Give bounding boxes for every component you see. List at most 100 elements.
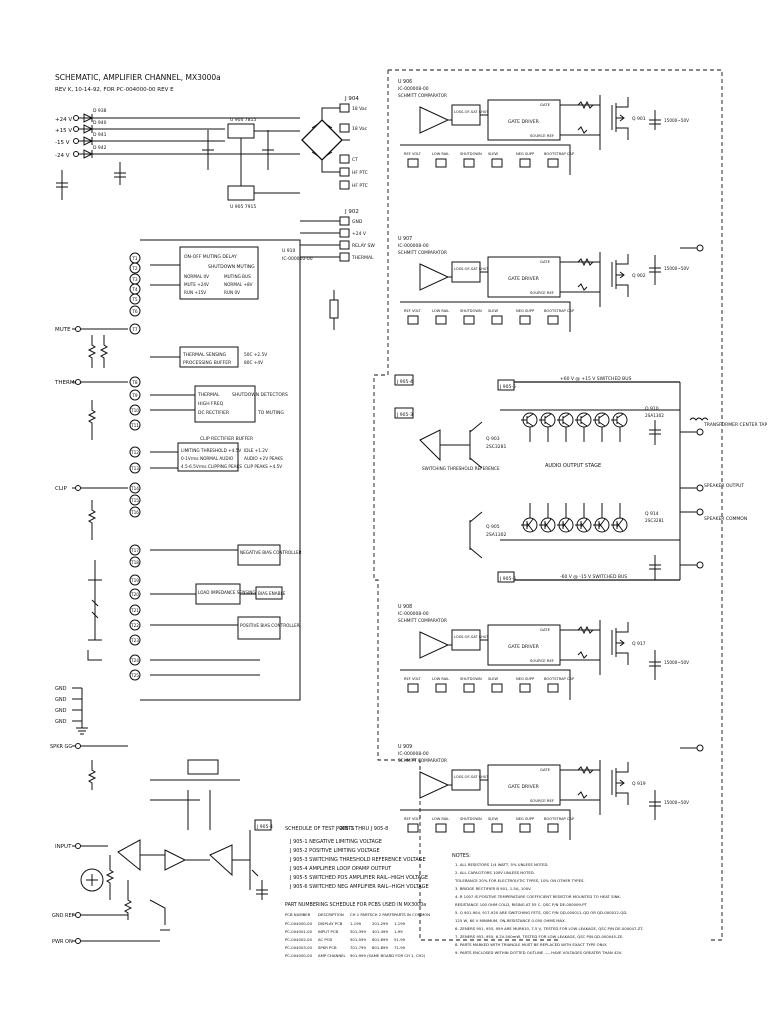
muting-block-bus-1: MUTING BUS — [224, 274, 251, 279]
gd-comparator-symbol — [419, 106, 450, 134]
label-speaker-common: SPEAKER COMMON — [704, 516, 747, 522]
pin-t8 — [129, 376, 141, 388]
part-schedule-heading: PART NUMBERING SCHEDULE FOR PCBS USED IN… — [285, 902, 426, 908]
gd-loss-of-sat-label: LOSS-OF-SAT SHUTDOWN — [454, 110, 501, 114]
gd-pin-box — [463, 823, 475, 833]
pin-label-t14: T14 — [130, 486, 139, 492]
gd-pin-label: SHUTDOWN — [460, 309, 482, 313]
bias-enable — [255, 586, 283, 600]
gd-pin-box — [407, 158, 419, 168]
pin-label-t15: T15 — [130, 498, 139, 504]
gd-pin-label: BOOTSTRAP CAP — [544, 309, 575, 313]
muting-block-line-1: NORMAL 0V — [184, 274, 209, 279]
note-item: 4. R 1007 IS POSITIVE TEMPERATURE COEFFI… — [455, 894, 621, 899]
gd-pin-label: NEG SUPP — [516, 152, 535, 156]
gd-comparator-symbol — [419, 631, 450, 659]
gd-gate-driver-box — [487, 624, 561, 666]
pin-t13 — [129, 462, 141, 474]
test-point-row-6: J 905-6 SWITCHED NEG AMPLIFIER RAIL--HIG… — [289, 884, 429, 890]
regulator-u905 — [227, 185, 255, 201]
j902-pin-1: GND — [352, 219, 363, 225]
muting-block-bus-2: NORMAL +8V — [224, 282, 253, 287]
gd-pin-label: NEG SUPP — [516, 309, 535, 313]
terminal-pwr-on: PWR ON — [52, 939, 73, 945]
diode-d938: D 938 — [93, 108, 107, 114]
cap-label-3: 15000~50V — [664, 660, 689, 665]
muting-delay-block — [179, 246, 259, 300]
load-impedance-label: LOAD IMPEDANCE SENSING — [198, 590, 256, 595]
pos-bias-label: POSITIVE BIAS CONTROLLER — [240, 623, 300, 628]
gd-pin-label: SHUTDOWN — [460, 677, 482, 681]
pin-label-t17: T17 — [130, 548, 139, 554]
thermal-block-note-1: 50C +2.5V — [244, 352, 267, 358]
gd-pin-box — [463, 683, 475, 693]
gd-loss-of-sat-label: LOSS-OF-SAT SHUTDOWN — [454, 775, 501, 779]
part-cell: DISPLAY PCB — [318, 921, 343, 926]
gd-pin-box — [435, 158, 447, 168]
gd-pin-box — [519, 823, 531, 833]
pin-t21 — [129, 604, 141, 616]
terminal-input: INPUT — [55, 844, 72, 850]
pin-t17 — [129, 544, 141, 556]
j904-pin-4: HF PTC — [352, 170, 368, 176]
gd-pin-gate: GATE — [540, 102, 551, 107]
terminal-spkr-gg: SPKR GG — [50, 744, 72, 750]
gd-loss-of-sat-label: LOSS-OF-SAT SHUTDOWN — [454, 267, 501, 271]
gd-pin-box — [463, 158, 475, 168]
test-points-range: J 905-1 THRU J 905-8 — [335, 826, 388, 832]
thermal-block-subtitle: PROCESSING BUFFER — [183, 360, 231, 366]
rail-label-neg24v: -24 V — [55, 153, 70, 159]
pin-label-t20: T20 — [130, 592, 139, 598]
pos-switched-rail: +60 V @ +15 V SWITCHED BUS — [560, 376, 632, 382]
pin-t15 — [129, 494, 141, 506]
j904-pin-3: CT — [352, 157, 358, 163]
input-stage: J 905-4 — [80, 759, 273, 931]
bias-enable-label: BIAS ENABLE — [258, 591, 286, 596]
output-stage: +60 V @ +15 V SWITCHED BUS -60 V @ -15 V… — [394, 374, 681, 583]
j902-pin-3: RELAY SW — [352, 243, 375, 249]
gd-part: IC-000008-00 — [398, 243, 429, 249]
rail-label-15v: +15 V — [55, 128, 72, 134]
muting-block-line-3: RUN +15V — [184, 290, 206, 295]
gd-pin-label: SLEW — [488, 817, 499, 821]
gd-pin-label: NEG SUPP — [516, 677, 535, 681]
schematic-revision: REV K, 10-14-92, FOR PC-004000-00 REV E — [55, 87, 174, 93]
pin-t20 — [129, 588, 141, 600]
terminal-gnd-2: GND — [55, 697, 67, 703]
gd-pin-source-ref: SOURCE REF — [530, 798, 554, 803]
right-output-section: TRANSFORMER CENTER TAP SPEAKER OUTPUT SP… — [649, 110, 768, 820]
gd-ref: U 907 — [398, 236, 412, 242]
muting-ic-part: IC-000010-00 — [282, 256, 313, 262]
clip-block-note-1: IDLE +1.2V — [244, 448, 268, 453]
part-cell: 901-999 (SAME BOARD FOR CH 1, CH2) — [350, 953, 426, 958]
gd-pin-box — [547, 158, 559, 168]
pin-label-t23: T23 — [130, 638, 139, 644]
gd-pin-label: REF VOLT — [404, 309, 422, 313]
gd-fet-label: Q 901 — [632, 116, 646, 122]
note-item: 2. ALL CAPACITORS 100V UNLESS NOTED. — [455, 870, 535, 875]
output-transistor-part: 2SA1302 — [645, 413, 664, 418]
gd-loss-of-sat-box — [451, 769, 481, 791]
test-point-row-2: J 905-2 POSITIVE LIMITING VOLTAGE — [289, 848, 380, 854]
pin-t9 — [129, 389, 141, 401]
part-col-header: PARTS IN COMMON — [394, 912, 430, 917]
test-point-schedule: SCHEDULE OF TEST POINTS J 905-1 THRU J 9… — [285, 826, 429, 890]
j905-4-input-tag: J 905-4 — [256, 824, 273, 830]
muting-block-title: ON-OFF MUTING DELAY — [184, 254, 237, 260]
pin-label-t12: T12 — [130, 450, 139, 456]
note-item: 125 W, 60 V MINIMUM, ON-RESISTANCE 0.050… — [455, 918, 566, 923]
pin-label-t24: T24 — [130, 658, 139, 664]
gd-pin-label: BOOTSTRAP CAP — [544, 152, 575, 156]
gd-pin-box — [519, 315, 531, 325]
notes-heading: NOTES: — [452, 853, 471, 859]
pin-t25 — [129, 669, 141, 681]
note-item: 9. PARTS ENCLOSED WITHIN DOTTED OUTLINE … — [455, 950, 622, 955]
pin-t24 — [129, 654, 141, 666]
part-cell: 401-499 — [372, 929, 388, 934]
cap-label-4: 15000~50V — [664, 800, 689, 805]
gd-ref: U 908 — [398, 604, 412, 610]
